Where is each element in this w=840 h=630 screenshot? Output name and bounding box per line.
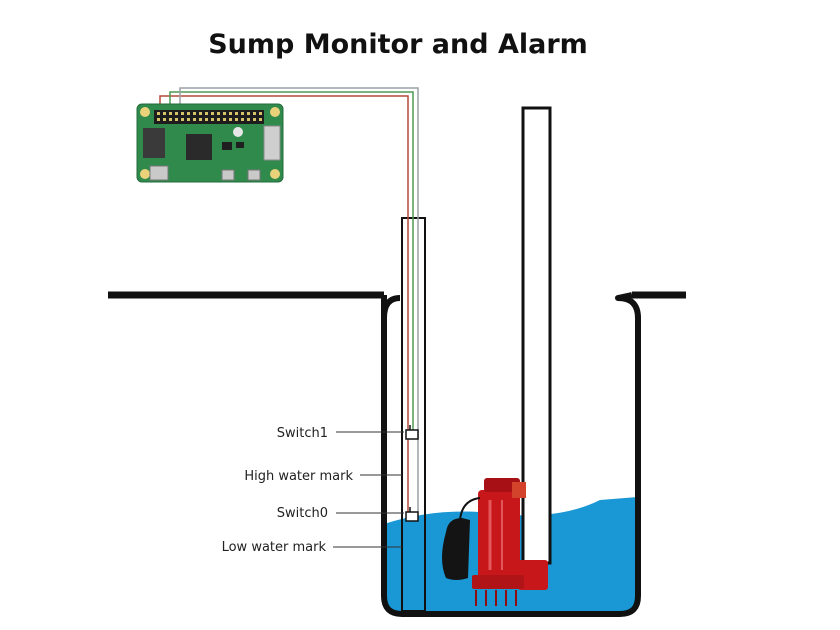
- pump-float: [442, 518, 470, 580]
- diagram-title: Sump Monitor and Alarm: [208, 29, 588, 60]
- raspberry-pi-zero-board: [136, 103, 284, 183]
- low-water-mark-label: Low water mark: [222, 540, 327, 555]
- sump-pit: [381, 292, 641, 617]
- discharge-pipe: [521, 106, 552, 565]
- float-switch-0: [405, 511, 419, 522]
- sump-pump: [459, 478, 548, 606]
- switch0-label: Switch0: [277, 506, 328, 521]
- float-switch-1: [405, 429, 419, 440]
- switch1-label: Switch1: [277, 426, 328, 441]
- high-water-mark-label: High water mark: [244, 469, 353, 484]
